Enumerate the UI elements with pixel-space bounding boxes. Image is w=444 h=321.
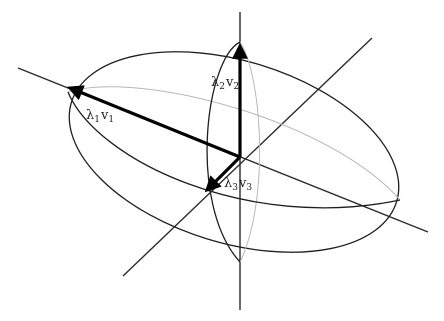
label-lambda1-v1: λ1v1: [86, 108, 114, 125]
equator-front-arc: [67, 91, 401, 209]
meridian-hidden-arc: [239, 41, 261, 263]
ellipsoid-outline: [68, 51, 400, 253]
equator-hidden-arc: [67, 86, 401, 201]
eigenvector-v3-arrow: [204, 155, 242, 193]
eigenvector-v1-arrow: [67, 85, 241, 159]
axis-short-diagonal: [122, 37, 373, 277]
meridian-front-arc: [206, 41, 241, 263]
label-lambda2-v2: λ2v2: [211, 75, 239, 92]
label-lambda3-v3: λ3v3: [224, 176, 252, 193]
